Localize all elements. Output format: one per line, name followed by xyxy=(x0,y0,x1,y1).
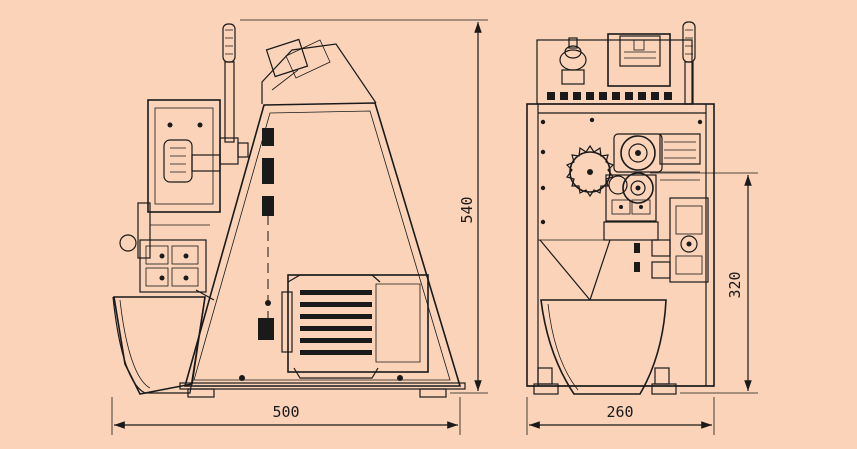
front-height-label: 320 xyxy=(726,271,744,298)
front-view xyxy=(526,21,715,395)
side-view xyxy=(112,23,466,398)
front-dimensions: 260 320 xyxy=(526,172,758,435)
front-width-label: 260 xyxy=(606,403,633,421)
side-height-label: 540 xyxy=(458,196,476,223)
side-width-label: 500 xyxy=(272,403,299,421)
side-dimensions: 500 540 xyxy=(111,19,488,435)
